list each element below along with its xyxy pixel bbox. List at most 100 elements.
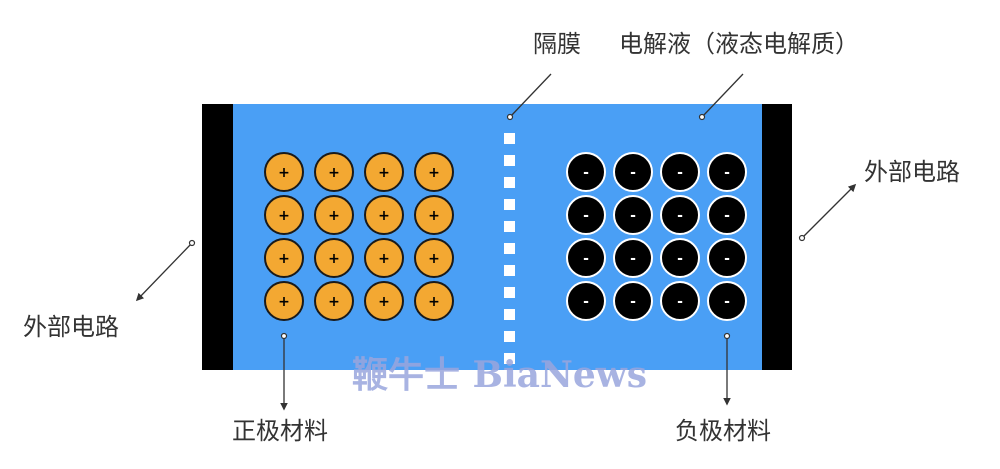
cathode-callout-dot xyxy=(280,332,288,340)
negative-particle-symbol: - xyxy=(724,294,730,310)
left-circuit-dot xyxy=(188,239,196,247)
positive-particle-symbol: + xyxy=(378,294,390,310)
positive-particle: + xyxy=(364,195,404,235)
separator-segment xyxy=(504,331,515,342)
negative-particle-symbol: - xyxy=(630,208,636,224)
negative-particle-symbol: - xyxy=(630,165,636,181)
positive-particle-symbol: + xyxy=(378,251,390,267)
negative-particle-symbol: - xyxy=(724,208,730,224)
separator-segment xyxy=(504,309,515,320)
separator-segment xyxy=(504,265,515,276)
electrolyte-callout-dot xyxy=(698,113,706,121)
positive-particle-symbol: + xyxy=(328,251,340,267)
external-circuit-left-label: 外部电路 xyxy=(23,313,119,341)
positive-particle: + xyxy=(264,238,304,278)
separator-label: 隔膜 xyxy=(533,30,581,58)
positive-particle-symbol: + xyxy=(328,294,340,310)
positive-particle: + xyxy=(414,281,454,321)
watermark-logo: 鞭牛士 BiaNews xyxy=(352,354,648,396)
negative-particle-symbol: - xyxy=(724,251,730,267)
negative-particle: - xyxy=(707,152,747,192)
positive-particle: + xyxy=(314,281,354,321)
separator-segment xyxy=(504,243,515,254)
separator-callout-line xyxy=(509,73,552,118)
right-circuit-arrow xyxy=(801,183,857,239)
separator-segment xyxy=(504,287,515,298)
positive-particle: + xyxy=(414,238,454,278)
negative-particle: - xyxy=(660,238,700,278)
positive-particle-symbol: + xyxy=(428,251,440,267)
negative-particle-symbol: - xyxy=(677,294,683,310)
anode-current-collector xyxy=(762,104,792,370)
negative-particle: - xyxy=(707,195,747,235)
negative-particle-symbol: - xyxy=(677,208,683,224)
negative-particle: - xyxy=(566,152,606,192)
negative-particle-symbol: - xyxy=(630,294,636,310)
negative-particle-symbol: - xyxy=(724,165,730,181)
positive-particle-symbol: + xyxy=(428,208,440,224)
negative-particle: - xyxy=(613,195,653,235)
right-circuit-dot xyxy=(798,234,806,242)
negative-particle: - xyxy=(707,281,747,321)
positive-particle-symbol: + xyxy=(428,294,440,310)
anode-callout-dot xyxy=(723,332,731,340)
positive-particle: + xyxy=(264,195,304,235)
separator-segment xyxy=(504,177,515,188)
cathode-material-label: 正极材料 xyxy=(232,417,328,445)
electrolyte-region xyxy=(202,104,792,370)
separator-segment xyxy=(504,133,515,144)
positive-particle: + xyxy=(314,195,354,235)
positive-particle-symbol: + xyxy=(278,165,290,181)
anode-material-label: 负极材料 xyxy=(675,417,771,445)
positive-particle: + xyxy=(264,152,304,192)
positive-particle-symbol: + xyxy=(328,208,340,224)
positive-particle-symbol: + xyxy=(378,208,390,224)
separator-segment xyxy=(504,353,515,364)
negative-particle: - xyxy=(660,281,700,321)
positive-particle: + xyxy=(414,152,454,192)
positive-particle-symbol: + xyxy=(328,165,340,181)
negative-particle: - xyxy=(613,281,653,321)
positive-particle: + xyxy=(314,152,354,192)
positive-particle-symbol: + xyxy=(278,208,290,224)
separator-segment xyxy=(504,221,515,232)
electrolyte-label: 电解液（液态电解质） xyxy=(619,30,859,58)
negative-particle-symbol: - xyxy=(583,165,589,181)
electrolyte-callout-line xyxy=(701,73,744,118)
positive-particle: + xyxy=(364,281,404,321)
negative-particle: - xyxy=(566,195,606,235)
negative-particle: - xyxy=(660,195,700,235)
callout-lines xyxy=(135,73,857,411)
negative-particle-symbol: - xyxy=(630,251,636,267)
external-circuit-right-label: 外部电路 xyxy=(864,158,960,186)
positive-particle-symbol: + xyxy=(278,294,290,310)
separator-segment xyxy=(504,199,515,210)
positive-particle-symbol: + xyxy=(428,165,440,181)
separator-segment xyxy=(504,155,515,166)
negative-particle: - xyxy=(566,281,606,321)
negative-particle: - xyxy=(660,152,700,192)
negative-particle: - xyxy=(707,238,747,278)
positive-particle: + xyxy=(364,152,404,192)
negative-particle-symbol: - xyxy=(583,208,589,224)
negative-particle-symbol: - xyxy=(677,165,683,181)
positive-particle-symbol: + xyxy=(378,165,390,181)
cathode-particles: + + + + + + + + + + + + + + + + xyxy=(264,152,454,321)
separator xyxy=(504,133,515,364)
left-circuit-arrow xyxy=(135,242,193,302)
positive-particle: + xyxy=(414,195,454,235)
negative-particle: - xyxy=(566,238,606,278)
separator-callout-dot xyxy=(506,113,514,121)
positive-particle: + xyxy=(314,238,354,278)
negative-particle-symbol: - xyxy=(677,251,683,267)
cathode-current-collector xyxy=(202,104,233,370)
anode-particles: - - - - - - - - - - - - - - - - xyxy=(566,152,747,321)
negative-particle: - xyxy=(613,238,653,278)
negative-particle: - xyxy=(613,152,653,192)
negative-particle-symbol: - xyxy=(583,251,589,267)
positive-particle: + xyxy=(264,281,304,321)
positive-particle: + xyxy=(364,238,404,278)
positive-particle-symbol: + xyxy=(278,251,290,267)
